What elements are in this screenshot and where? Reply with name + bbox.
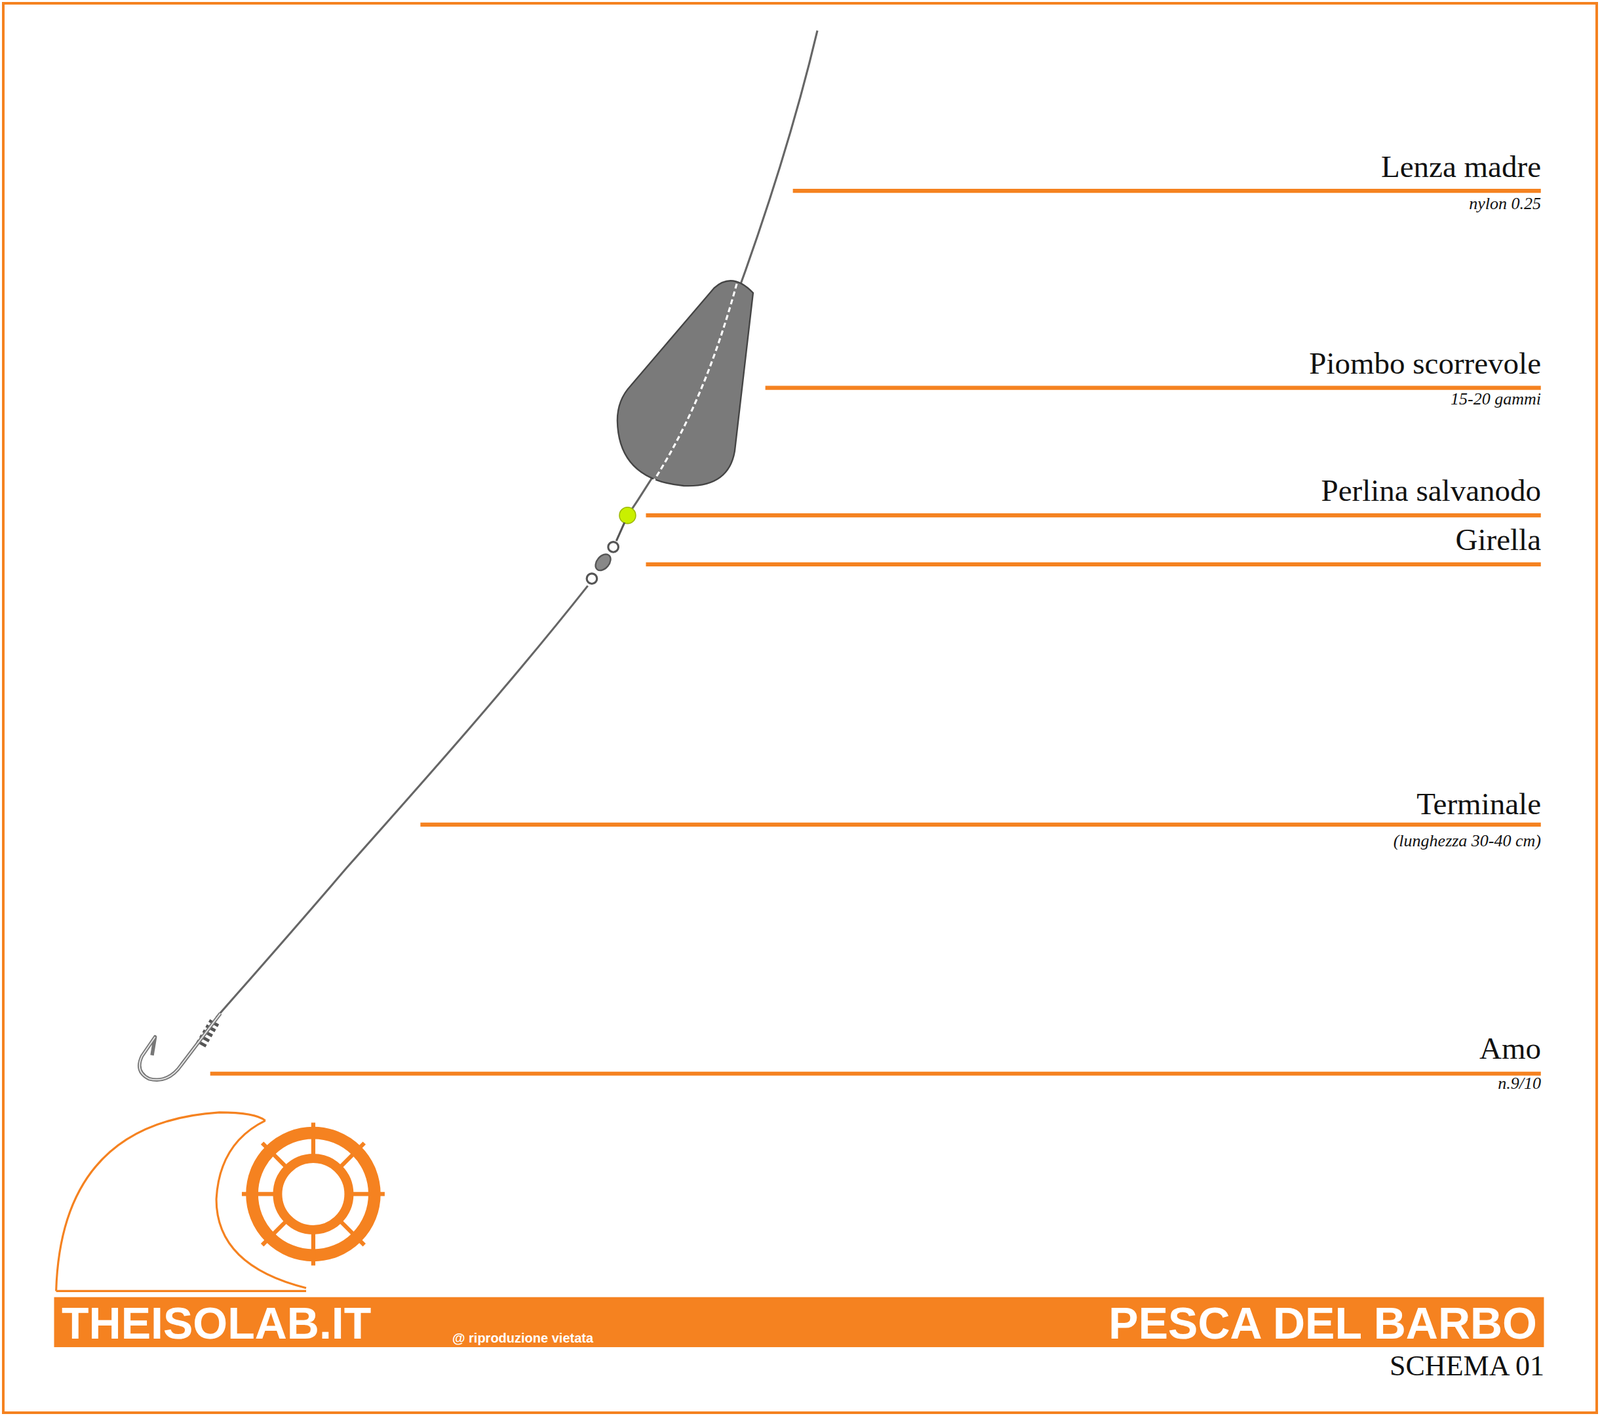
- weight-bore: [652, 283, 737, 482]
- part-spec: nylon 0.25: [1468, 193, 1542, 214]
- part-name: Lenza madre: [1381, 148, 1542, 185]
- part-name: Piombo scorrevole: [1308, 344, 1542, 382]
- swivel-body: [592, 551, 614, 573]
- swivel-link: [616, 522, 625, 541]
- part-spec: 15-20 gammi: [1450, 388, 1542, 410]
- diagram-title: PESCA DEL BARBO: [1108, 1297, 1538, 1348]
- swivel-ring: [586, 573, 598, 585]
- part-name: Amo: [1479, 1029, 1542, 1067]
- leader-lines: [210, 190, 1542, 1074]
- leader-line: [216, 585, 588, 1018]
- logo: [56, 1112, 385, 1291]
- swivel-ring: [608, 542, 619, 553]
- brand-name: THEISOLAB.IT: [61, 1297, 371, 1348]
- part-name: Perlina salvanodo: [1321, 471, 1542, 509]
- part-name: Girella: [1455, 521, 1542, 558]
- copyright-note: @ riproduzione vietata: [452, 1329, 594, 1346]
- scheme-number: SCHEMA 01: [1389, 1348, 1545, 1384]
- part-spec: n.9/10: [1497, 1073, 1542, 1094]
- hook: [139, 1013, 221, 1080]
- page-frame: [3, 3, 1597, 1413]
- sliding-weight: [617, 280, 754, 486]
- part-spec: (lunghezza 30-40 cm): [1393, 830, 1542, 851]
- part-name: Terminale: [1416, 785, 1542, 822]
- stop-bead: [619, 507, 636, 524]
